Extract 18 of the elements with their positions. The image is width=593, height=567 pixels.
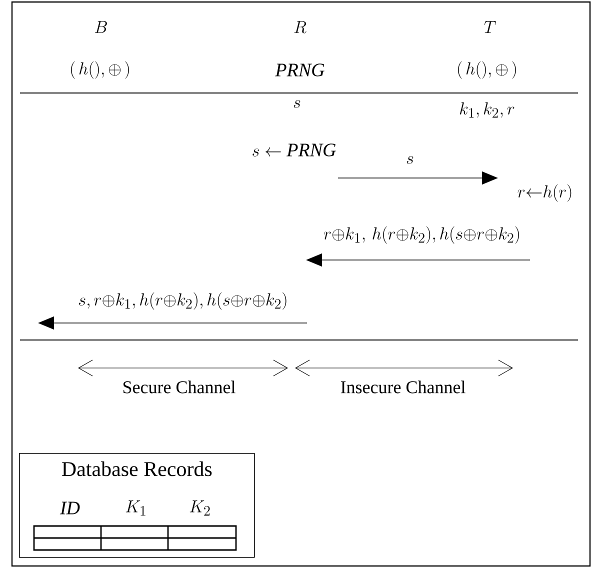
step-label: $r{\leftarrow}h(r)$ bbox=[518, 184, 572, 202]
column-header: $K_1$ bbox=[126, 500, 146, 516]
party-label: $B$ bbox=[94, 21, 107, 33]
capability-label: $(\,h(),\oplus\,)$ bbox=[71, 61, 129, 79]
capability-label: $\mathit{PRNG}$ bbox=[275, 64, 324, 76]
message-label: $r{\oplus}k_1,\,h(r{\oplus}k_2),h(s{\oplus}r{\oplus}k_2)$ bbox=[324, 226, 519, 244]
secret-label: $s$ bbox=[294, 100, 300, 108]
channel-label: Secure Channel bbox=[123, 380, 236, 394]
column-header: $\mathit{ID}$ bbox=[60, 502, 80, 514]
capability-label: $(\,h(),\oplus\,)$ bbox=[458, 61, 516, 79]
party-label: $T$ bbox=[484, 21, 496, 33]
column-header: $K_2$ bbox=[190, 500, 210, 516]
message-label: $s,r{\oplus}k_1,h(r{\oplus}k_2),h(s{\oplus}r{\oplus}k_2)$ bbox=[79, 292, 286, 310]
secret-label: $k_1,k_2,r$ bbox=[460, 102, 514, 118]
step-label: $s \leftarrow \mathit{PRNG}$ bbox=[252, 144, 336, 156]
channel-label: Insecure Channel bbox=[340, 380, 466, 394]
message-label: $s$ bbox=[406, 156, 414, 164]
party-label: $R$ bbox=[294, 21, 306, 34]
